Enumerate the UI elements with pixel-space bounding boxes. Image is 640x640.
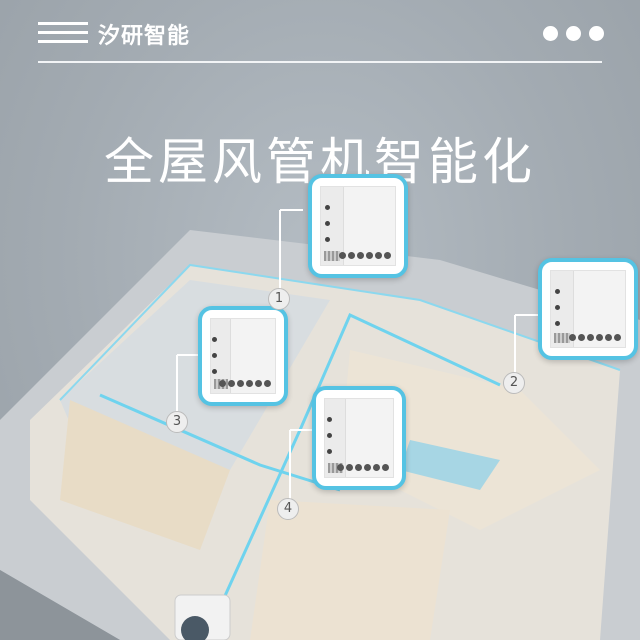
callout-marker-2: 2 xyxy=(503,372,525,394)
controller-callout-4 xyxy=(312,386,406,490)
controller-device xyxy=(324,398,394,478)
controller-device xyxy=(320,186,396,266)
controller-device xyxy=(210,318,276,394)
house-illustration: 1 2 3 4 xyxy=(0,170,640,640)
header-divider xyxy=(38,61,602,63)
hamburger-menu-icon[interactable] xyxy=(38,22,88,44)
header: 汐研智能 xyxy=(0,0,640,63)
callout-marker-3: 3 xyxy=(166,411,188,433)
controller-callout-3 xyxy=(198,306,288,406)
more-dots-icon[interactable] xyxy=(543,26,604,41)
controller-device xyxy=(550,270,626,348)
brand-name: 汐研智能 xyxy=(98,24,191,49)
controller-callout-2 xyxy=(538,258,638,360)
callout-marker-1: 1 xyxy=(268,288,290,310)
callout-marker-4: 4 xyxy=(277,498,299,520)
controller-callout-1 xyxy=(308,174,408,278)
